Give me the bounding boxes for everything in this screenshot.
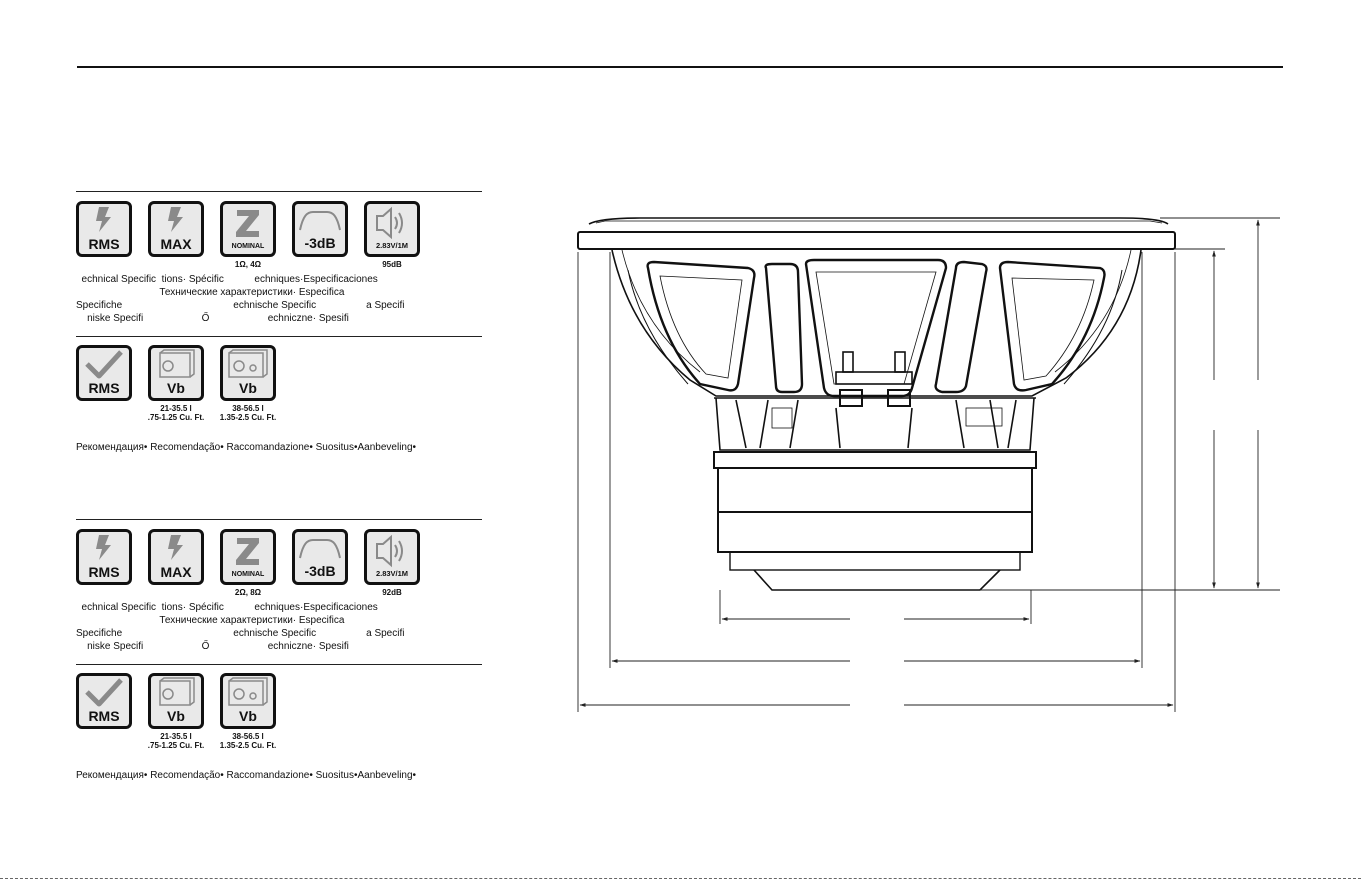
- sealed-volume-liters: 21-35.5 l: [160, 732, 192, 741]
- ported-box-icon: Vb: [220, 345, 276, 401]
- spec-line-4: niske Specifi Ő echniczne· Spesifi: [76, 641, 349, 652]
- svg-text:Vb: Vb: [239, 380, 257, 396]
- sealed-box-icon: Vb: [148, 345, 204, 401]
- speaker-sound-icon: 2.83V/1M: [364, 529, 420, 585]
- speaker-sound-icon: 2.83V/1M: [364, 201, 420, 257]
- ported-volume-cuft: 1.35-2.5 Cu. Ft.: [219, 741, 277, 750]
- spec-section-2: RMS MAX NOMINAL -3dB: [76, 519, 482, 789]
- svg-text:MAX: MAX: [160, 564, 192, 580]
- svg-text:RMS: RMS: [88, 380, 119, 396]
- sensitivity-value: 95dB: [382, 260, 402, 269]
- svg-text:2.83V/1M: 2.83V/1M: [376, 241, 408, 250]
- svg-text:2.83V/1M: 2.83V/1M: [376, 569, 408, 578]
- sealed-volume-liters: 21-35.5 l: [160, 404, 192, 413]
- rms-power-icon: RMS: [76, 529, 132, 585]
- rms-check-icon: RMS: [76, 673, 132, 729]
- section-rule: [76, 336, 482, 337]
- sealed-box-icon: Vb: [148, 673, 204, 729]
- frequency-response-icon: -3dB: [292, 529, 348, 585]
- spec-line-3: Specifiche echnische Specific a Specifi: [76, 628, 405, 639]
- svg-text:NOMINAL: NOMINAL: [232, 243, 265, 250]
- sensitivity-value: 92dB: [382, 588, 402, 597]
- spec-line-1: echnical Specific tions· Spécific echniq…: [76, 602, 378, 613]
- rms-power-icon: RMS: [76, 201, 132, 257]
- svg-text:RMS: RMS: [88, 564, 119, 580]
- svg-text:Vb: Vb: [239, 708, 257, 724]
- svg-text:-3dB: -3dB: [304, 235, 335, 251]
- svg-text:Vb: Vb: [167, 708, 185, 724]
- spec-section-1: RMS MAX NOMINAL -3dB: [76, 191, 482, 461]
- spec-line-4: niske Specifi Ő echniczne· Spesifi: [76, 313, 349, 324]
- subwoofer-side-profile-drawing: [577, 217, 1280, 712]
- svg-text:-3dB: -3dB: [304, 563, 335, 579]
- ported-volume-liters: 38-56.5 l: [232, 404, 264, 413]
- ported-box-icon: Vb: [220, 673, 276, 729]
- svg-text:RMS: RMS: [88, 708, 119, 724]
- impedance-value: 2Ω, 8Ω: [234, 588, 262, 597]
- svg-text:NOMINAL: NOMINAL: [232, 571, 265, 578]
- recommendation-line: Рекомендация• Recomendação• Raccomandazi…: [76, 770, 417, 781]
- sealed-volume-cuft: .75-1.25 Cu. Ft.: [147, 741, 205, 750]
- spec-line-2: Технические характеристики· Especifica: [76, 287, 345, 298]
- frequency-response-icon: -3dB: [292, 201, 348, 257]
- impedance-z-icon: NOMINAL: [220, 529, 276, 585]
- spec-line-3: Specifiche echnische Specific a Specifi: [76, 300, 405, 311]
- recommendation-line: Рекомендация• Recomendação• Raccomandazi…: [76, 442, 417, 453]
- recommendation-icon-row: RMS Vb Vb 21-35.5 l .75-1.25 Cu. Ft. 38-…: [76, 673, 482, 750]
- rms-check-icon: RMS: [76, 345, 132, 401]
- section-rule: [76, 664, 482, 665]
- max-power-icon: MAX: [148, 529, 204, 585]
- max-power-icon: MAX: [148, 201, 204, 257]
- impedance-z-icon: NOMINAL: [220, 201, 276, 257]
- spec-icon-row: RMS MAX NOMINAL -3dB: [76, 529, 482, 599]
- bottom-rule: [0, 878, 1361, 879]
- section-rule: [76, 519, 482, 520]
- recommendation-icon-row: RMS Vb Vb 21-35.5 l .75-1.25 Cu. Ft. 38-…: [76, 345, 482, 422]
- spec-line-1: echnical Specific tions· Spécific echniq…: [76, 274, 378, 285]
- ported-volume-liters: 38-56.5 l: [232, 732, 264, 741]
- svg-text:RMS: RMS: [88, 236, 119, 252]
- impedance-value: 1Ω, 4Ω: [234, 260, 262, 269]
- svg-text:Vb: Vb: [167, 380, 185, 396]
- spec-icon-row: RMS MAX NOMINAL -3dB: [76, 201, 482, 271]
- spec-line-2: Технические характеристики· Especifica: [76, 615, 345, 626]
- section-rule: [76, 191, 482, 192]
- top-rule: [77, 66, 1283, 68]
- svg-text:MAX: MAX: [160, 236, 192, 252]
- ported-volume-cuft: 1.35-2.5 Cu. Ft.: [219, 413, 277, 422]
- sealed-volume-cuft: .75-1.25 Cu. Ft.: [147, 413, 205, 422]
